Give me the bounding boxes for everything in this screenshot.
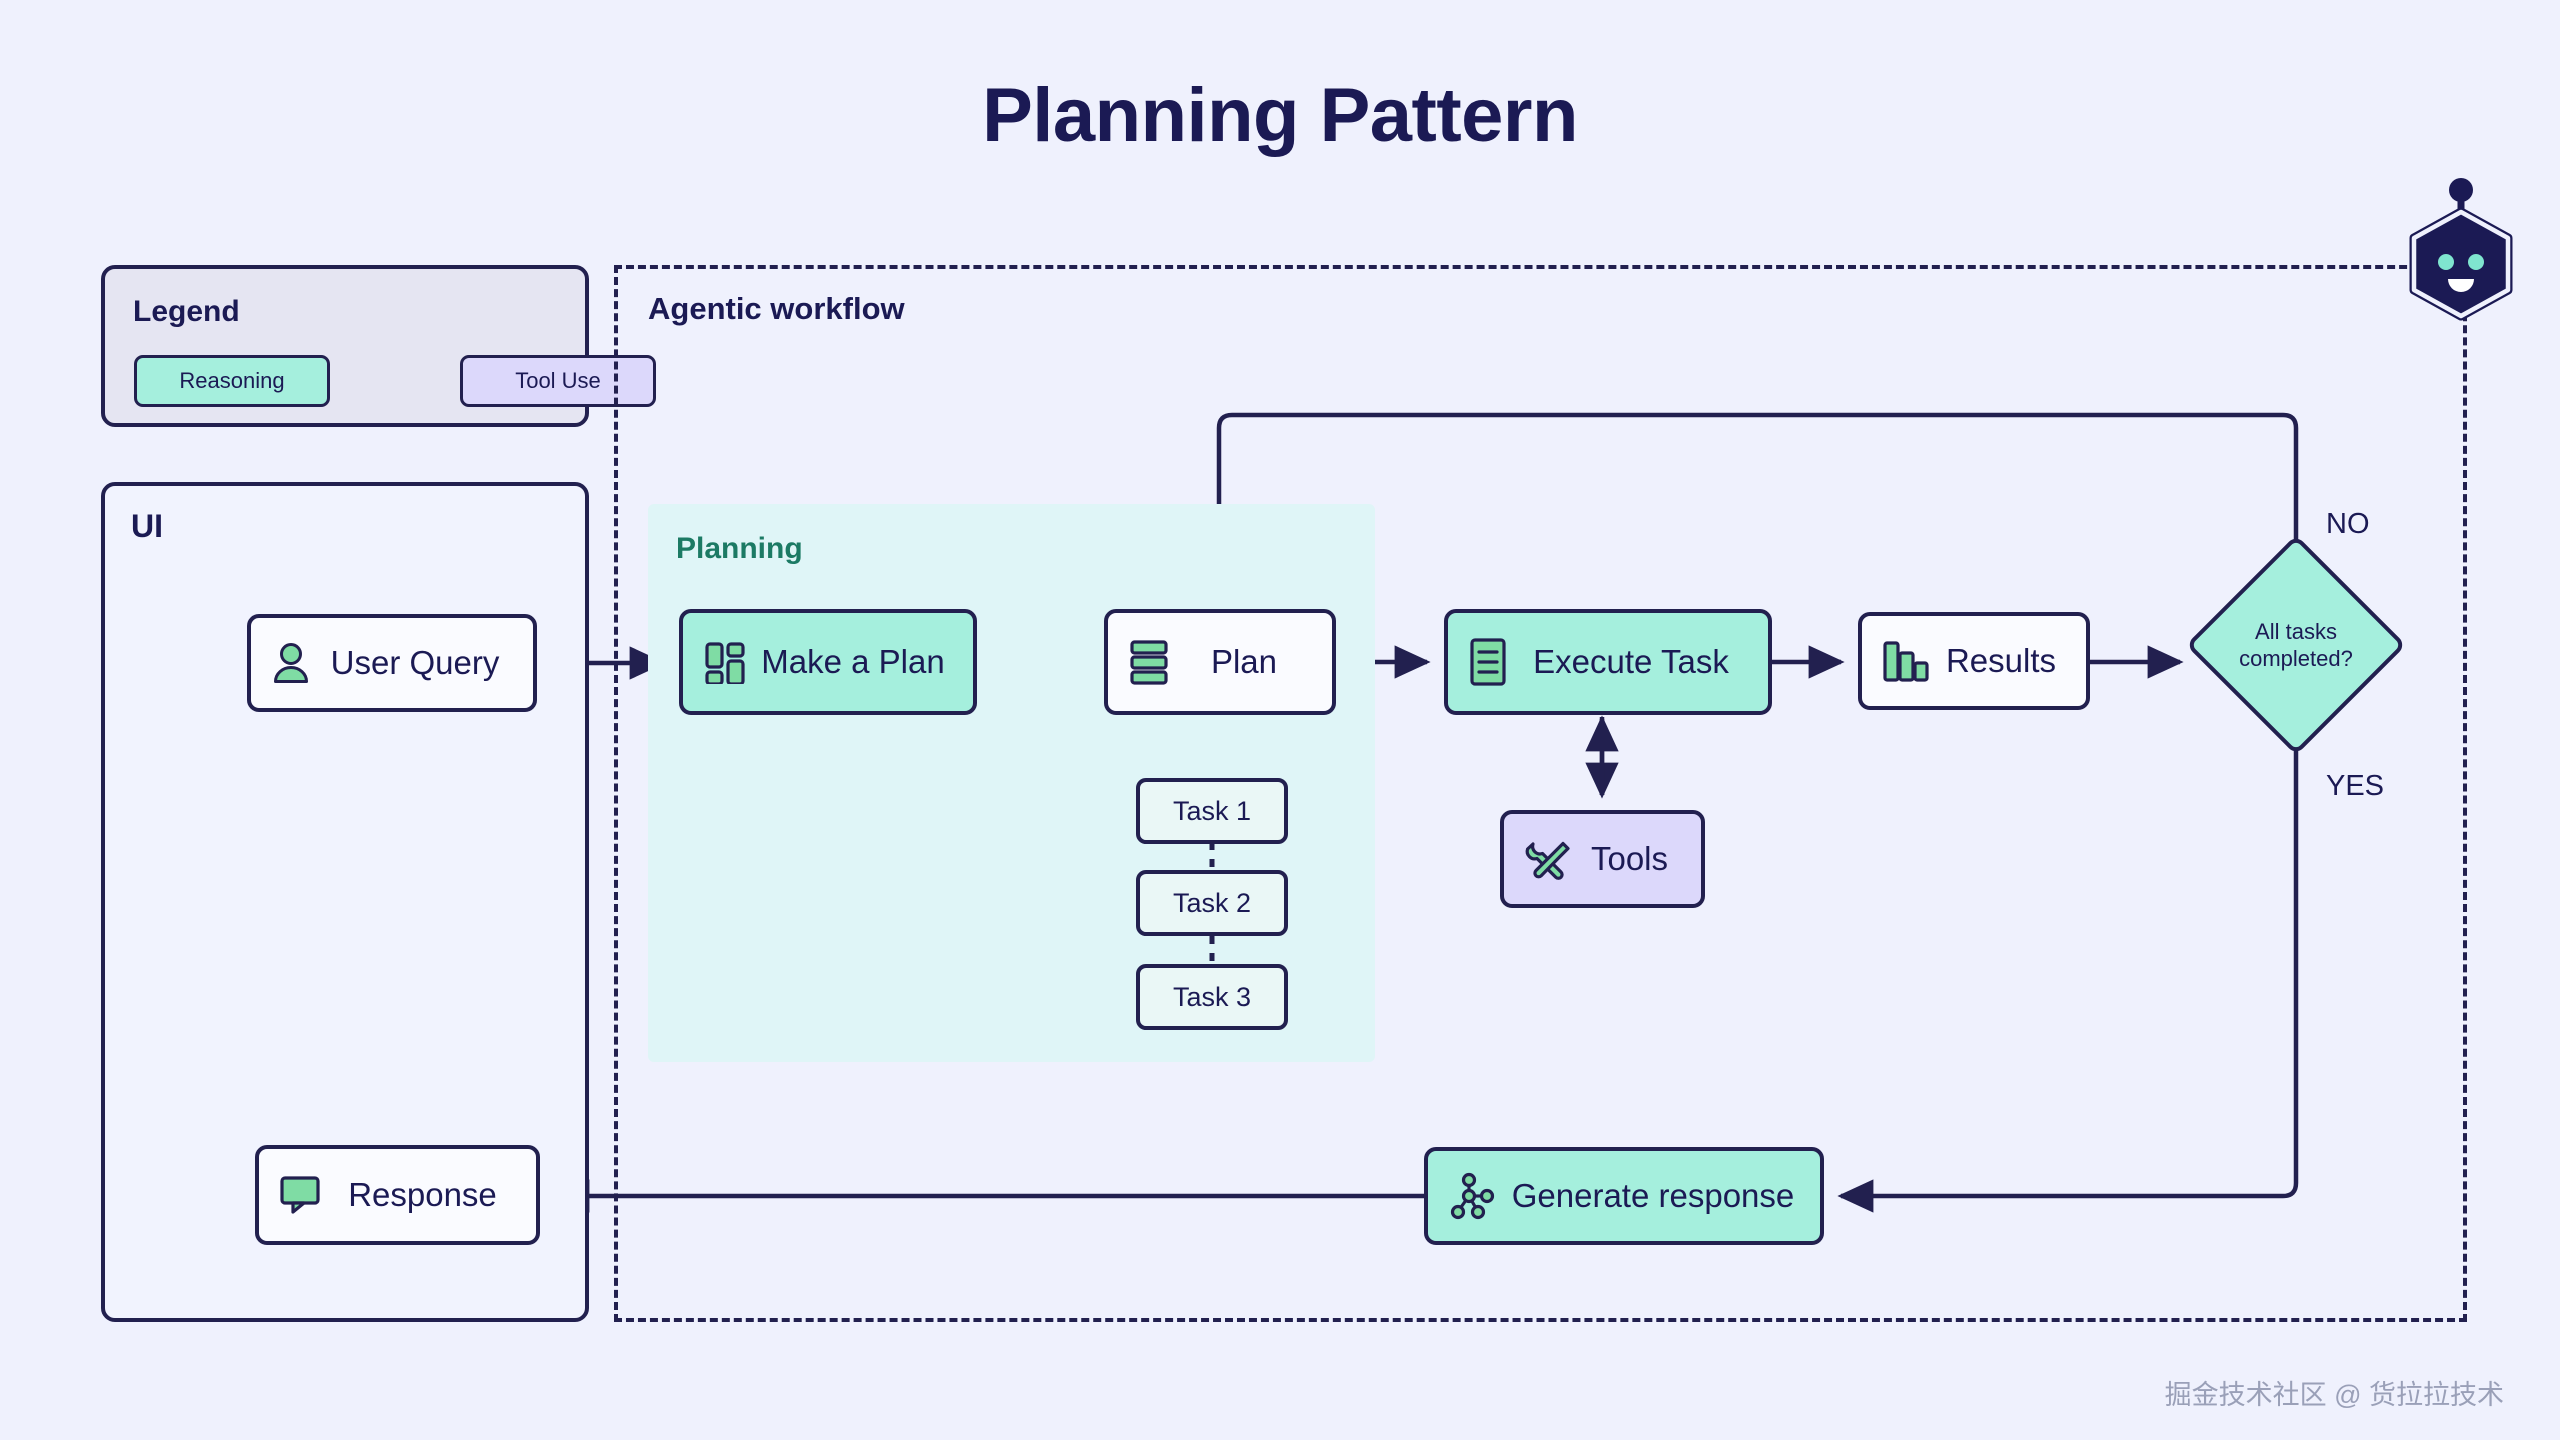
node-response[interactable]: Response <box>255 1145 540 1245</box>
network-nodes-icon <box>1450 1171 1500 1221</box>
node-execute-task-label: Execute Task <box>1533 643 1729 680</box>
decision-all-tasks-completed[interactable]: All tasks completed? <box>2185 534 2407 756</box>
node-plan-label: Plan <box>1210 643 1278 680</box>
robot-head-icon <box>2398 178 2524 328</box>
node-make-a-plan[interactable]: Make a Plan <box>679 609 977 715</box>
node-tools[interactable]: Tools <box>1500 810 1705 908</box>
node-results-label: Results <box>1945 642 2057 679</box>
node-generate-response[interactable]: Generate response <box>1424 1147 1824 1245</box>
wrench-screwdriver-icon <box>1524 835 1572 883</box>
legend-panel: Legend Reasoning Tool Use <box>101 265 656 427</box>
node-generate-response-label: Generate response <box>1511 1177 1795 1214</box>
user-icon <box>271 641 311 685</box>
task-chip-label: Task 2 <box>1172 887 1252 918</box>
agentic-workflow-panel <box>614 265 2467 1322</box>
node-results[interactable]: Results <box>1858 612 2090 710</box>
task-chip[interactable]: Task 1 <box>1136 778 1288 844</box>
task-chip[interactable]: Task 3 <box>1136 964 1288 1030</box>
task-chain-dotted-lines <box>1209 842 1215 964</box>
ui-panel-label: UI <box>131 508 163 544</box>
watermark: 掘金技术社区 @ 货拉拉技术 <box>2164 1380 2504 1410</box>
branch-label-no: NO <box>2326 508 2370 540</box>
task-chip-label: Task 1 <box>1172 795 1252 826</box>
task-chip-label: Task 3 <box>1172 981 1252 1012</box>
branch-label-yes: YES <box>2326 770 2385 802</box>
dashboard-grid-icon <box>703 640 747 684</box>
legend-chip-reasoning-label: Reasoning <box>179 368 285 393</box>
legend-title: Legend <box>133 295 240 328</box>
node-execute-task[interactable]: Execute Task <box>1444 609 1772 715</box>
task-chip[interactable]: Task 2 <box>1136 870 1288 936</box>
speech-bubble-icon <box>279 1175 323 1215</box>
decision-label: All tasks completed? <box>2239 618 2353 672</box>
legend-chip-tool-use: Tool Use <box>460 355 656 407</box>
node-user-query[interactable]: User Query <box>247 614 537 712</box>
agentic-workflow-label: Agentic workflow <box>648 291 905 326</box>
stacked-list-icon <box>1128 639 1170 685</box>
document-lines-icon <box>1468 637 1508 687</box>
node-plan[interactable]: Plan <box>1104 609 1336 715</box>
planning-label: Planning <box>676 532 803 565</box>
legend-chip-reasoning: Reasoning <box>134 355 330 407</box>
node-tools-label: Tools <box>1590 840 1669 877</box>
node-user-query-label: User Query <box>330 644 500 681</box>
bar-chart-icon <box>1882 638 1930 684</box>
page-title: Planning Pattern <box>982 73 1578 158</box>
node-response-label: Response <box>348 1176 497 1213</box>
legend-chip-tool-use-label: Tool Use <box>515 368 601 393</box>
node-make-a-plan-label: Make a Plan <box>761 643 945 680</box>
